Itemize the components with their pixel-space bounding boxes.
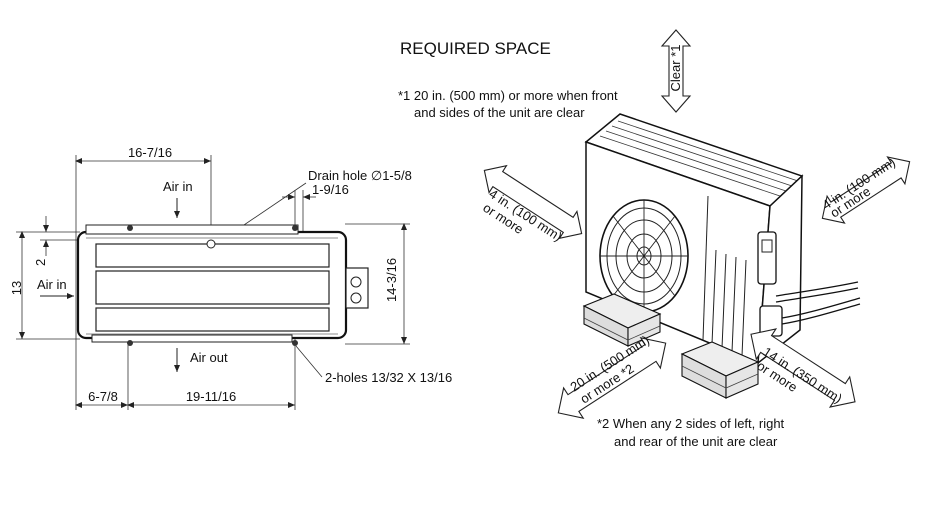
clear-top-arrow: Clear *1: [660, 29, 692, 113]
note1-line1: *1 20 in. (500 mm) or more when front: [398, 88, 618, 103]
clear-top-label: Clear *1: [668, 45, 683, 92]
outdoor-unit: [582, 113, 861, 399]
dim-bottom-left-label: 6-7/8: [88, 389, 118, 404]
unit-top-view: [76, 224, 369, 346]
dim-top-label: 16-7/16: [128, 145, 172, 160]
note1-line2: and sides of the unit are clear: [414, 105, 585, 120]
required-space-title: REQUIRED SPACE: [400, 39, 551, 58]
clear-front-arrow: [557, 337, 667, 419]
dim-bottom-right-label: 19-11/16: [186, 389, 236, 404]
air-out-label: Air out: [190, 350, 228, 365]
support-block-right: [680, 341, 760, 399]
holes-label: 2-holes 13/32 X 13/16: [325, 370, 452, 385]
clear-side-arrow: [750, 328, 856, 408]
clear-left-arrow: [483, 164, 583, 240]
note2-line2: and rear of the unit are clear: [614, 434, 778, 449]
dim-drain-label: 1-9/16: [312, 182, 349, 197]
plan-view: 16-7/16 1-9/16 Drain hole ∅1-5/8 Air in …: [9, 145, 452, 410]
note2-line1: *2 When any 2 sides of left, right: [597, 416, 785, 431]
dim-right-label: 14-3/16: [384, 258, 399, 302]
clear-right-arrow: [821, 156, 911, 224]
dim-small-label: 2: [33, 259, 48, 266]
air-in-left-label: Air in: [37, 277, 67, 292]
drain-hole-mark: [206, 239, 216, 249]
air-in-top-label: Air in: [163, 179, 193, 194]
dim-left-label: 13: [9, 281, 24, 295]
holes-leader: [295, 345, 323, 378]
drain-hole-label: Drain hole ∅1-5/8: [308, 168, 412, 183]
support-block-left: [582, 293, 662, 347]
